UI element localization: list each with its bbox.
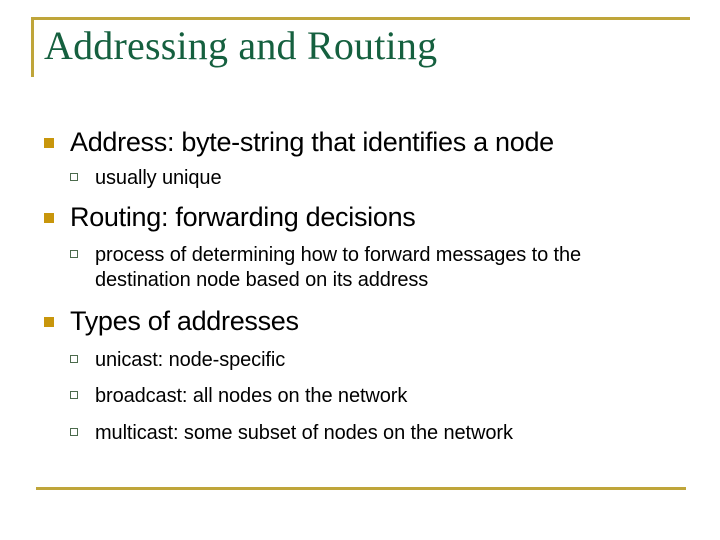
square-bullet-icon xyxy=(44,213,54,223)
spacer xyxy=(0,293,720,305)
list-item-level1: Address: byte-string that identifies a n… xyxy=(0,126,720,159)
spacer xyxy=(0,234,720,243)
hollow-square-bullet-icon xyxy=(70,250,78,258)
spacer xyxy=(0,373,720,384)
list-item-label: Types of addresses xyxy=(70,306,299,336)
hollow-square-bullet-icon xyxy=(70,355,78,363)
list-item-level1: Types of addresses xyxy=(0,305,720,338)
spacer xyxy=(0,338,720,348)
spacer xyxy=(0,409,720,421)
list-item-label: process of determining how to forward me… xyxy=(95,244,582,291)
list-item-label: multicast: some subset of nodes on the n… xyxy=(95,422,513,444)
hollow-square-bullet-icon xyxy=(70,428,78,436)
square-bullet-icon xyxy=(44,317,54,327)
list-item-label: broadcast: all nodes on the network xyxy=(95,385,408,407)
hollow-square-bullet-icon xyxy=(70,173,78,181)
page-title: Addressing and Routing xyxy=(44,23,438,68)
spacer xyxy=(0,159,720,166)
list-item-label: unicast: node-specific xyxy=(95,349,286,371)
list-item-level2: broadcast: all nodes on the network xyxy=(0,384,720,409)
spacer xyxy=(0,191,720,201)
list-item-level2: process of determining how to forward me… xyxy=(0,243,720,293)
list-item-label: usually unique xyxy=(95,167,222,189)
footer-rule xyxy=(36,487,686,490)
list-item-level2: unicast: node-specific xyxy=(0,348,720,373)
list-item-level1: Routing: forwarding decisions xyxy=(0,201,720,234)
list-item-level2: usually unique xyxy=(0,166,720,191)
list-item-label: Routing: forwarding decisions xyxy=(70,202,416,232)
square-bullet-icon xyxy=(44,138,54,148)
hollow-square-bullet-icon xyxy=(70,391,78,399)
list-item-level2: multicast: some subset of nodes on the n… xyxy=(0,421,720,446)
title-border-rule xyxy=(31,17,690,77)
bullet-list: Address: byte-string that identifies a n… xyxy=(0,126,720,476)
list-item-label: Address: byte-string that identifies a n… xyxy=(70,127,554,157)
